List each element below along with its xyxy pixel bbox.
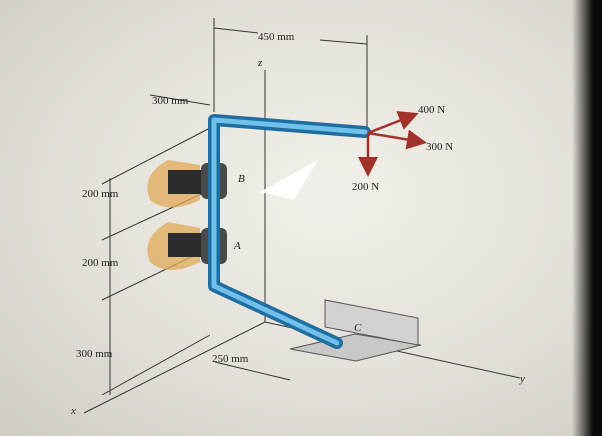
force-label-400: 400 N	[418, 104, 445, 116]
force-label-200: 200 N	[352, 181, 379, 193]
force-arrow-300	[367, 129, 427, 150]
glare-highlight	[260, 160, 318, 200]
force-label-300: 300 N	[426, 141, 453, 153]
dimension-upper-arm: 300 mm	[152, 95, 189, 107]
top-dimension	[213, 18, 368, 130]
dimension-bottom-height: 300 mm	[76, 348, 113, 360]
label-b: B	[238, 173, 245, 185]
force-arrows	[358, 111, 427, 177]
label-a: A	[233, 240, 241, 252]
label-c: C	[354, 322, 362, 334]
x-axis-line	[83, 321, 266, 414]
pipe	[208, 114, 371, 349]
axis-label-y: y	[519, 373, 525, 385]
dimension-a-spacing: 200 mm	[82, 257, 119, 269]
left-dimensions	[101, 94, 291, 396]
force-arrow-400	[367, 111, 419, 135]
dimension-top-span: 450 mm	[258, 31, 295, 43]
dimension-b-spacing: 200 mm	[82, 188, 119, 200]
dark-edge	[572, 0, 602, 436]
dimension-base-arm: 250 mm	[212, 353, 249, 365]
axis-label-x: x	[70, 405, 76, 417]
axis-label-z: z	[257, 57, 263, 69]
